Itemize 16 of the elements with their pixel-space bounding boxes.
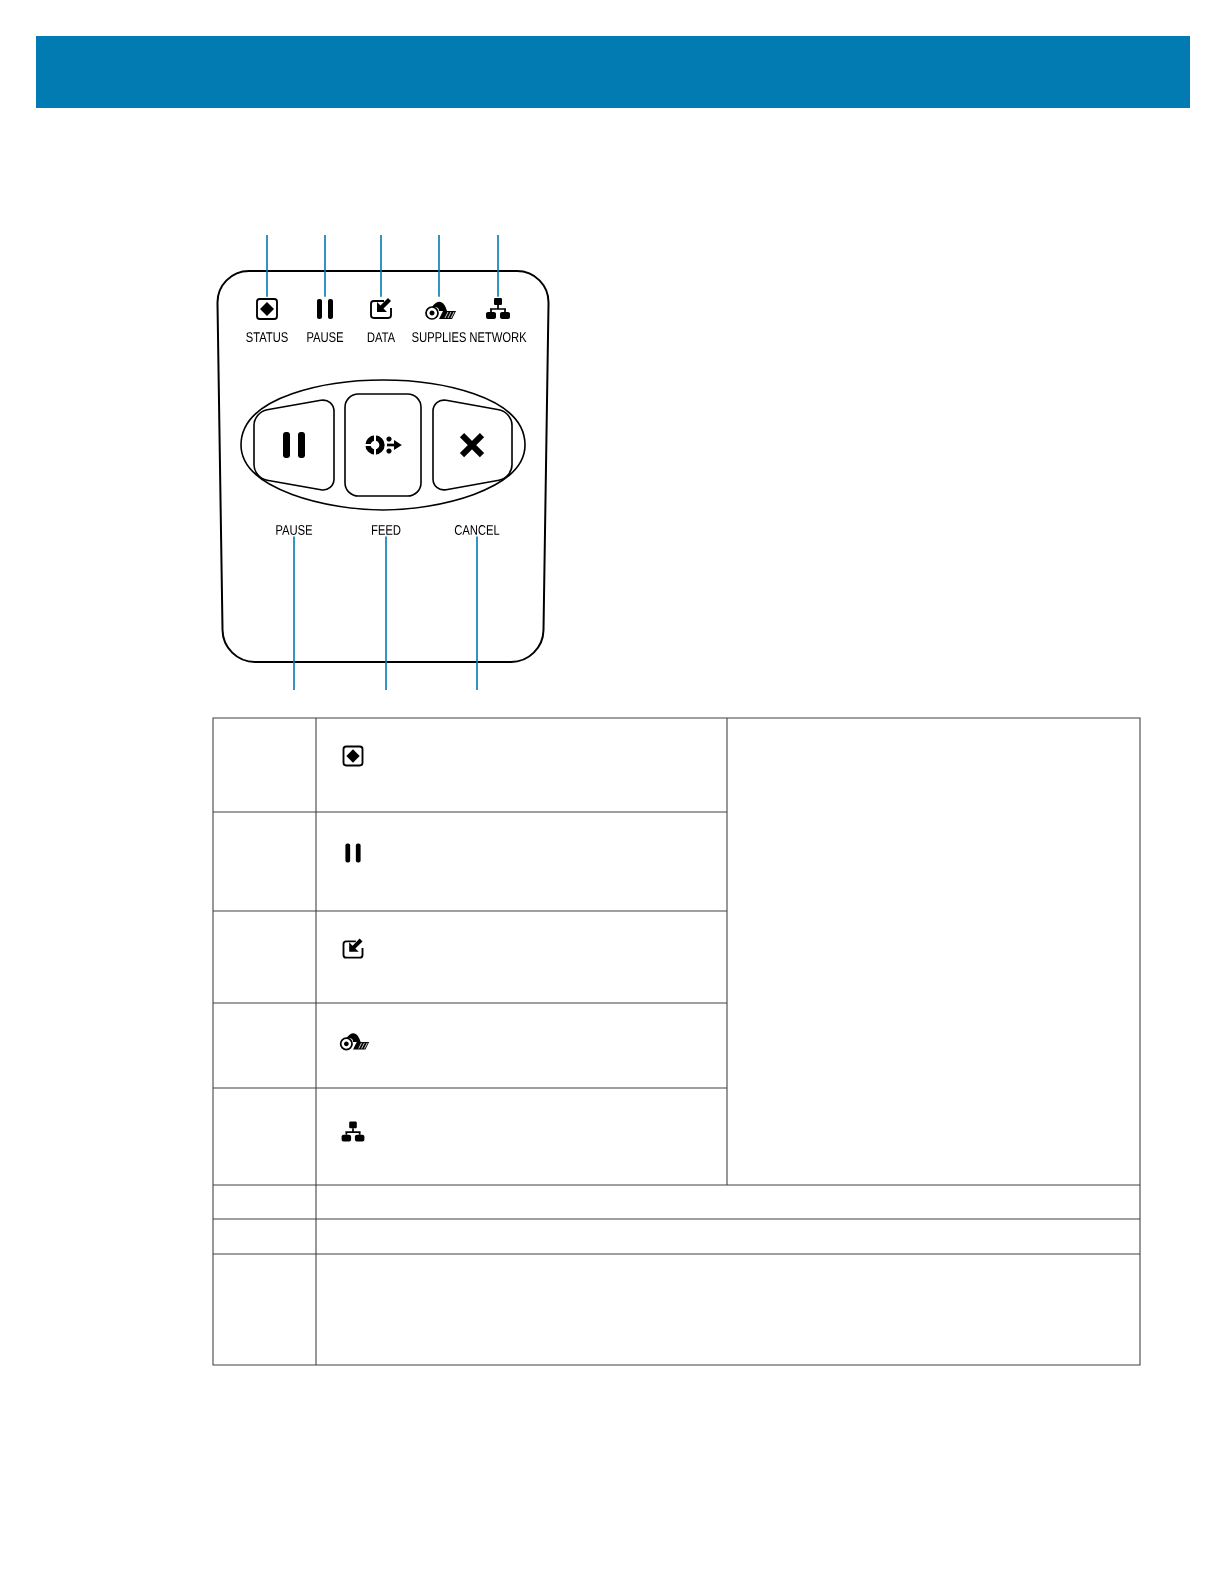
leader-line: [476, 535, 478, 691]
indicator-label: STATUS: [246, 332, 288, 343]
leader-line: [380, 234, 382, 298]
indicator-label: NETWORK: [470, 332, 527, 343]
leader-line: [324, 234, 326, 298]
leader-line: [497, 234, 499, 298]
leader-line: [266, 234, 268, 298]
leader-line: [385, 535, 387, 691]
indicator-label: DATA: [367, 332, 396, 342]
button-label: PAUSE: [276, 525, 313, 535]
button-label: FEED: [372, 525, 401, 535]
leader-line: [293, 535, 295, 691]
indicator-label: SUPPLIES: [412, 332, 466, 343]
indicator-label: PAUSE: [307, 332, 344, 343]
button-label: CANCEL: [454, 525, 500, 535]
leader-line: [438, 234, 440, 298]
